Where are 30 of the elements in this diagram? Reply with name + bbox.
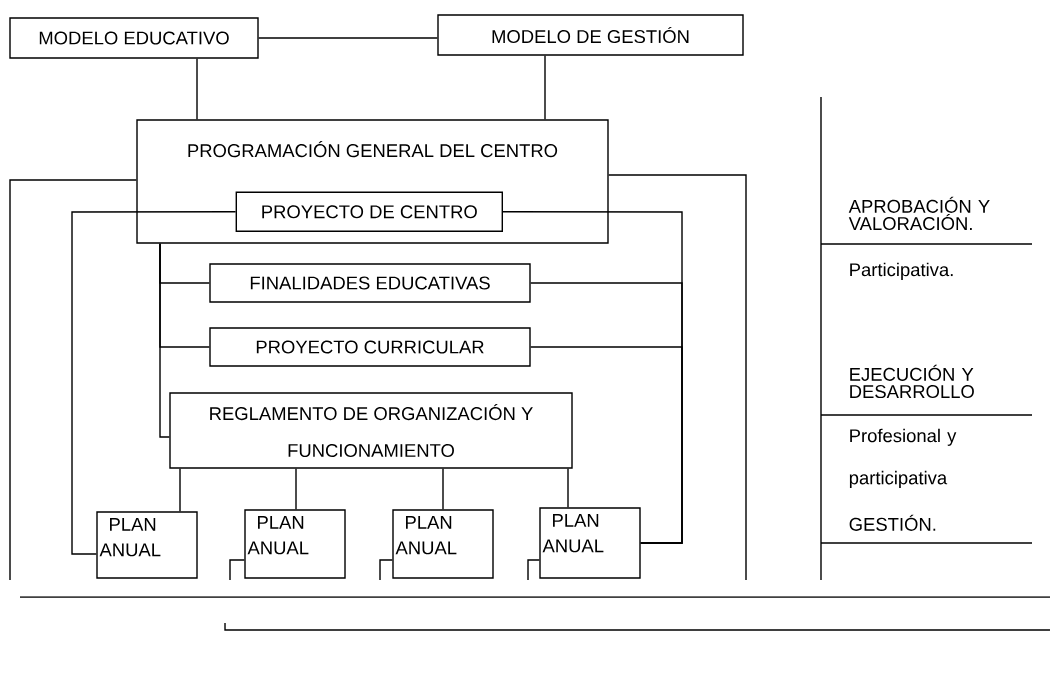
connector-line [544,55,546,120]
connector-line [608,174,747,581]
plan-box: PLAN ANUAL [96,511,198,579]
connector-line [159,243,170,438]
column-label: Participativa. [850,262,953,280]
connector-line [295,468,297,510]
connector-line [229,559,245,581]
column-label: GESTIÓN. [849,514,936,531]
process-box: REGLAMENTO DE ORGANIZACIÓN Y FUNCIONAMIENTO [169,392,573,469]
connector-line [71,211,237,555]
connector-line [258,37,438,39]
connector-line [379,559,393,581]
connector-line [567,468,569,508]
plan-box: PLAN ANUAL [244,509,346,579]
plan-box: PLAN ANUAL [392,509,494,579]
process-box: MODELO DE GESTIÓN [437,14,744,56]
column-label: APROBACIÓN Y VALORACIÓN. [848,196,990,231]
connector-line [527,559,540,581]
connector-line [179,468,181,512]
process-box: FINALIDADES EDUCATIVAS [209,263,531,303]
plan-box: PLAN ANUAL [539,507,641,579]
connector-line [9,179,137,581]
process-box: PROYECTO CURRICULAR [209,327,531,367]
connector-line [530,346,683,544]
column-label: Profesional y participativa [849,428,957,489]
column-label: EJECUCIÓN Y DESARROLLO [850,364,974,399]
connector-line [196,58,198,120]
connector-line [442,468,444,510]
process-box: MODELO EDUCATIVO [9,17,259,59]
process-box: PROYECTO DE CENTRO [235,191,503,232]
